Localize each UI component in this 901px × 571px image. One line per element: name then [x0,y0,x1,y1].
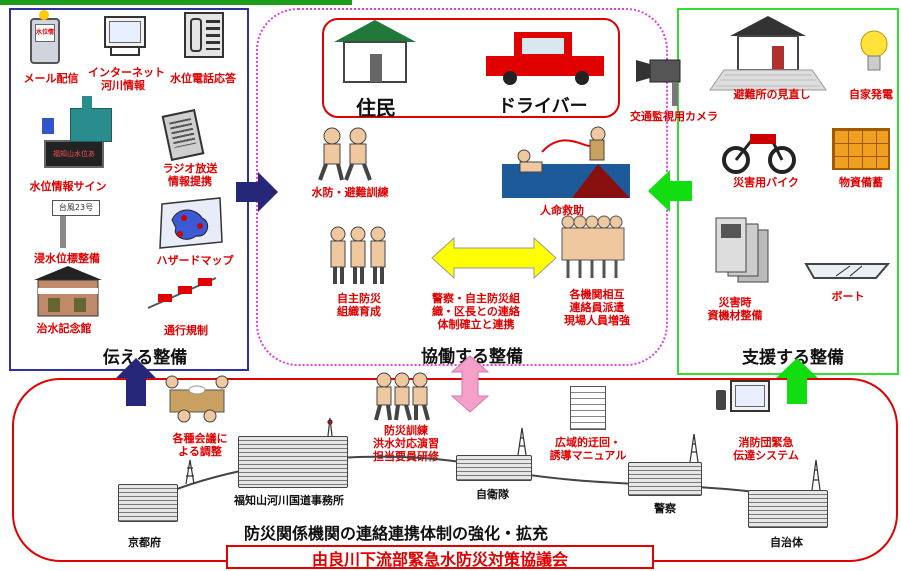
self-defense-people-icon [330,226,386,284]
drill-people-icon [318,127,372,181]
car-icon [486,32,604,85]
traffic-barrier-icon [147,277,217,309]
internet-label: インターネット 河川情報 [88,66,165,92]
kyoto-label: 京都府 [128,536,161,549]
municipality-label: 自治体 [770,536,803,549]
kyoto-building-icon [118,484,178,522]
left-panel-title: 伝える整備 [102,348,188,368]
manual-label: 広域的迂回・ 誘導マニュアル [549,436,627,462]
phone-label: 水位電話応答 [170,72,236,85]
supplies-grid-icon [832,128,890,170]
center-panel-title: 協働する整備 [421,347,523,367]
sdf-label: 自衛隊 [476,488,509,501]
self-defense-label: 自主防災 組織育成 [337,292,381,318]
coordination-label: 警察・自主防災組 織・区長との連絡 体制確立と連携 [432,292,520,331]
pole-label: 浸水位標整備 [34,252,100,265]
mobile-antenna [39,10,49,20]
navy-right-arrow [236,172,278,212]
mobile-phone-icon: 水位情報 [30,18,60,64]
boat-icon [804,263,891,279]
fire-system-label: 消防団緊急 伝達システム [733,436,799,462]
residents-label: 住民 [356,96,396,120]
sign-label: 水位情報サイン [29,180,107,193]
police-label: 警察 [654,502,676,515]
cooperation-double-arrow [431,236,557,280]
meeting-table-icon [165,375,229,423]
fire-system-phone-icon [716,390,726,410]
phone-icon [184,12,224,58]
radio-label: ラジオ放送 情報提携 [162,162,218,188]
supplies-label: 物資備蓄 [839,176,883,189]
shelter-house-icon [709,16,827,91]
pole-sign: 台風23号 [52,200,100,216]
police-building-icon [628,462,702,496]
training-people-icon [374,372,430,421]
office-label: 福知山河川国道事務所 [234,494,344,507]
pink-double-arrow [450,355,490,413]
museum-label: 治水記念館 [36,322,92,335]
manual-document-icon [570,386,606,430]
light-bulb-icon [860,30,888,71]
right-panel-title: 支援する整備 [742,348,844,368]
navy-up-arrow [116,358,156,406]
camera-icon [636,59,681,106]
mobile-screen: 水位情報 [35,24,55,42]
fire-system-pc-icon [730,380,770,412]
rescue-scene-icon [502,126,630,198]
meetings-label: 各種会議に よる調整 [172,432,228,458]
mail-label: メール配信 [23,72,79,85]
strengthen-label: 防災関係機関の連絡連携体制の強化・拡充 [244,524,549,543]
equipment-label: 災害時 資機材整備 [707,296,763,322]
drill-label: 水防・避難訓練 [311,186,389,199]
office-building-icon [238,436,348,488]
generator-label: 自家発電 [849,88,893,101]
residents-house-icon [334,20,416,83]
sign-tower [82,96,92,110]
traffic-label: 通行規制 [164,324,208,337]
sdf-building-icon [456,455,532,481]
agency-label: 各機関相互 連絡員派遣 現場人員増強 [564,288,630,327]
green-up-arrow [776,358,818,404]
computer-base [110,48,140,56]
hazard-label: ハザードマップ [156,254,234,267]
siren-icon [42,118,54,134]
hazard-map-icon [159,197,223,249]
council-box [226,545,654,569]
radio-equipment-icon [715,217,769,283]
bike-label: 災害用バイク [733,176,799,189]
computer-icon [104,16,146,48]
museum-icon [34,266,102,317]
water-level-pole-icon [60,200,66,248]
council-label: 由良川下流部緊急水防災対策協議会 [311,550,568,569]
sign-building [70,108,112,142]
agency-people-icon [561,215,625,278]
camera-label: 交通監視用カメラ [630,110,718,123]
municipality-building-icon [748,490,828,528]
green-left-arrow [648,170,692,212]
top-stripe [0,0,352,5]
rescue-label: 人命救助 [540,204,584,217]
drivers-label: ドライバー [498,96,588,117]
motorbike-icon [722,134,796,174]
shelter-label: 避難所の見直し [733,88,811,101]
boat-label: ボート [831,290,865,303]
